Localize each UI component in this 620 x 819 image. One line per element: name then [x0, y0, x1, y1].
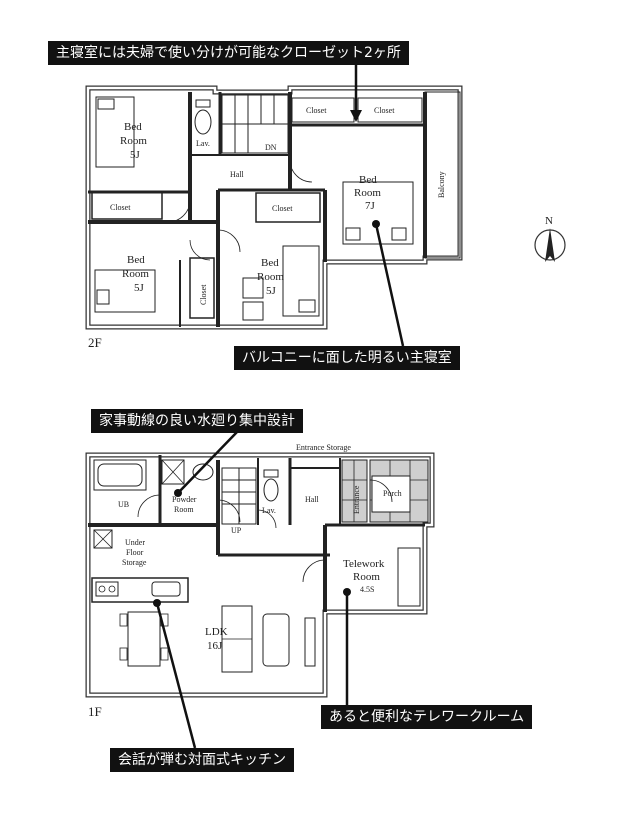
callout-balcony-bedroom: バルコニーに面した明るい主寝室: [234, 346, 460, 370]
bed-room-nw-name2: Room: [120, 135, 147, 147]
master-bed-room-name2: Room: [354, 187, 381, 199]
bed-room-sw-name2: Room: [122, 268, 149, 280]
under-floor-storage-label2: Floor: [126, 548, 144, 557]
under-floor-storage-label3: Storage: [122, 558, 147, 567]
bed-room-center-name: Bed: [261, 257, 279, 269]
ldk-name: LDK: [205, 626, 228, 638]
telework-room-name: Telework: [343, 558, 385, 570]
closet-nw-label: Closet: [110, 203, 131, 212]
bed-room-sw-name: Bed: [127, 254, 145, 266]
porch-label: Porch: [383, 489, 402, 498]
under-floor-storage-label: Under: [125, 538, 145, 547]
bed-room-sw-size: 5J: [134, 282, 145, 294]
closet-center-label: Closet: [272, 204, 293, 213]
unit-bath-label: UB: [118, 500, 129, 509]
closet-top-left-label: Closet: [306, 106, 327, 115]
ldk-size: 16J: [207, 640, 223, 652]
powder-room-name2: Room: [174, 505, 194, 514]
hall-label-1f: Hall: [305, 495, 320, 504]
floor-label-2f: 2F: [88, 335, 102, 350]
second-floor-plan: [85, 85, 463, 330]
entrance-storage-label: Entrance Storage: [296, 443, 351, 452]
telework-room-name2: Room: [353, 571, 380, 583]
powder-room-name: Powder: [172, 495, 197, 504]
compass-north-label: N: [545, 215, 553, 227]
hall-label-2f: Hall: [230, 170, 245, 179]
callout-pointers: [153, 64, 405, 749]
first-floor-plan: [85, 452, 435, 698]
balcony-label: Balcony: [437, 171, 446, 198]
master-bed-room-size: 7J: [365, 200, 376, 212]
bed-room-nw-name: Bed: [124, 121, 142, 133]
lav-label-2f: Lav.: [196, 139, 210, 148]
second-floor-labels: Bed Room 5J Bed Room 5J Bed Room 5J Bed …: [88, 106, 446, 350]
bed-room-center-size: 5J: [266, 285, 277, 297]
compass-icon: N: [534, 215, 566, 262]
master-bed-room-name: Bed: [359, 174, 377, 186]
closet-top-right-label: Closet: [374, 106, 395, 115]
bed-room-nw-size: 5J: [130, 149, 141, 161]
lav-label-1f: Lav.: [262, 506, 276, 515]
stairs-up-label: UP: [231, 526, 242, 535]
entrance-label: Entrance: [352, 485, 361, 514]
callout-telework: あると便利なテレワークルーム: [321, 705, 533, 729]
telework-room-size: 4.5S: [360, 585, 374, 594]
stairs-down-label: DN: [265, 143, 277, 152]
callout-master-closets: 主寝室には夫婦で使い分けが可能なクローゼット2ヶ所: [48, 41, 409, 65]
bed-room-center-name2: Room: [257, 271, 284, 283]
callout-kitchen: 会話が弾む対面式キッチン: [110, 748, 294, 772]
first-floor-labels: LDK 16J Telework Room 4.5S Powder Room E…: [88, 443, 402, 719]
floor-label-1f: 1F: [88, 704, 102, 719]
closet-vertical-label: Closet: [199, 284, 208, 305]
callout-water-area: 家事動線の良い水廻り集中設計: [91, 409, 303, 433]
